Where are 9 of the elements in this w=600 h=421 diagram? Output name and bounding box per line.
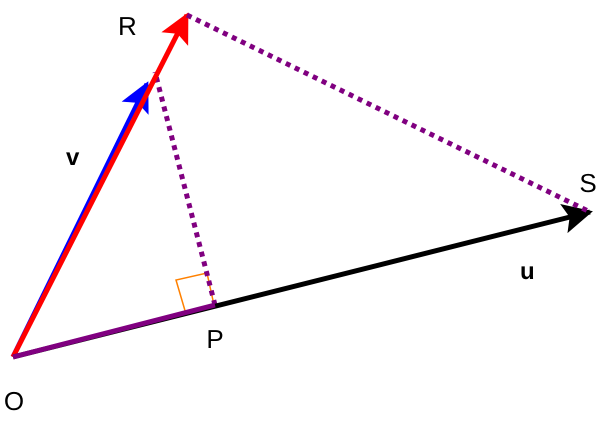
vector-label: u — [520, 260, 535, 284]
line-segment — [12, 302, 216, 360]
dotted-line — [152, 71, 218, 306]
vector-label: v — [66, 146, 80, 170]
point-label: R — [116, 10, 190, 42]
point-label: O — [0, 354, 28, 414]
point-label: P — [202, 302, 228, 352]
point-label: S — [574, 170, 600, 214]
vector-arrow — [10, 12, 190, 358]
